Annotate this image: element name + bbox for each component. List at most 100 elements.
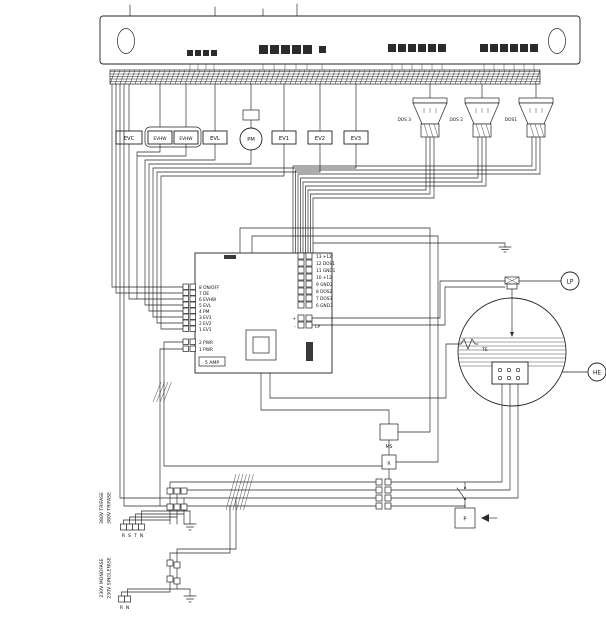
- valve-row: EVC EVHW EVHW EVL PM EV1 EV2 EV3: [115, 83, 369, 151]
- dos2-unit: DOS 2: [449, 97, 500, 138]
- ev3-valve: EV3: [343, 130, 369, 145]
- phase-n-label: N: [140, 533, 143, 539]
- pm-capacitor: [242, 109, 260, 121]
- level-probe: [504, 276, 520, 337]
- right-terminal-label: 12 DOS1: [316, 261, 335, 267]
- lp-label: LP: [567, 280, 574, 286]
- earth-top: [312, 242, 512, 253]
- left-terminal-label: 6 EVHW: [199, 297, 217, 303]
- phase-t-label: T: [133, 533, 137, 539]
- relay-panel: [99, 3, 581, 70]
- dos1-unit: DOS1: [505, 97, 554, 138]
- 380v-label-2: 380V TRIFASE: [107, 492, 113, 524]
- fuse-label: 5 AMP: [205, 360, 219, 366]
- ground-icon: [498, 246, 512, 253]
- board-connector: [224, 255, 236, 259]
- he-callout: HE: [561, 362, 606, 382]
- phase-r-label: R: [120, 605, 124, 611]
- right-terminal-label: 13 +12: [316, 254, 332, 260]
- evhw-b-label: EVHW: [179, 136, 193, 142]
- 380v-fuse-block: [166, 487, 188, 511]
- he-label: HE: [593, 371, 601, 377]
- phase-r-label: R: [122, 533, 126, 539]
- left-terminal-label: 3 EV3: [199, 315, 212, 321]
- cable-tray: [109, 69, 541, 85]
- ev2-label: EV2: [315, 136, 325, 142]
- callout-leader-lines: [129, 3, 298, 17]
- panel-hole-right: [548, 28, 566, 54]
- dos3-unit: DOS 3: [397, 97, 448, 138]
- evhw-a-label: EVHW: [153, 136, 167, 142]
- right-terminal-label: 6 GND3: [316, 303, 333, 309]
- power-input-230v: 230V MONOFASE 230V SINGLEFASE R N: [99, 497, 237, 611]
- switch-contact: [456, 487, 466, 500]
- control-board: 8 ON/OFF 7 DE 6 EVHW 5 EVL 4 PM 3 EV3 2 …: [182, 252, 336, 374]
- board-jumper: [306, 342, 313, 361]
- pump-label: P: [463, 517, 466, 523]
- ev1-valve: EV1: [271, 130, 297, 145]
- ev3-label: EV3: [351, 136, 361, 142]
- dos2-label: DOS 2: [449, 117, 463, 123]
- ground-icon: [183, 523, 197, 531]
- panel-hole-left: [117, 28, 135, 54]
- probe-minus-label: -: [294, 325, 296, 330]
- 230v-label-1: 230V MONOFASE: [99, 558, 105, 597]
- left-terminal-label: 5 EVL: [199, 303, 212, 309]
- board-relay: [245, 329, 277, 361]
- dosing-wires: [292, 136, 541, 254]
- dosing-units: DOS 3 DOS 2 DOS1: [397, 83, 554, 138]
- microswitch-box: [379, 423, 399, 441]
- phase-n-label: N: [126, 605, 129, 611]
- probe-plus-label: +: [292, 316, 296, 322]
- evl-label: EVL: [210, 136, 220, 142]
- probe-lp-label: LP: [315, 324, 321, 330]
- right-terminal-label: 8 DOS2: [316, 289, 333, 295]
- output-connector-block: [375, 478, 392, 510]
- 230v-terminals: R N: [118, 595, 131, 611]
- panel-body: [99, 15, 581, 65]
- pwr-terminal-label: 1 PWR: [199, 347, 213, 353]
- power-input-380v: 380V TRIFASE 380V TRIFASE R S T N: [99, 487, 197, 539]
- dos1-label: DOS1: [505, 117, 517, 123]
- harness-hatch-left: [152, 381, 172, 403]
- panel-connector-blocks: [187, 44, 538, 56]
- evhw-valve-group: EVHW EVHW: [144, 126, 202, 148]
- ground-icon: [183, 595, 197, 603]
- left-terminal-strip: 8 ON/OFF 7 DE 6 EVHW 5 EVL 4 PM 3 EV3 2 …: [182, 283, 220, 333]
- valve-feed-wires: [128, 83, 357, 132]
- ev1-label: EV1: [279, 136, 289, 142]
- 380v-label-1: 380V TRIFASE: [99, 492, 105, 524]
- lp-callout: LP: [518, 271, 580, 291]
- valve-return-wires: [111, 83, 357, 330]
- 230v-label-2: 230V SINGLEFASE: [107, 557, 113, 598]
- switch-relay-chain: MS R: [375, 423, 399, 510]
- right-terminal-label: 7 DOS3: [316, 296, 333, 302]
- evc-label: EVC: [124, 136, 135, 142]
- te-label: TE: [481, 347, 488, 353]
- pm-motor: PM: [239, 109, 263, 151]
- left-terminal-label: 2 EV2: [199, 321, 212, 327]
- evl-valve: EVL: [202, 130, 228, 145]
- harness-hatch-mid: [225, 473, 254, 511]
- loop-wires: [239, 227, 439, 463]
- 230v-fuse-block: [166, 559, 181, 585]
- ev2-valve: EV2: [307, 130, 333, 145]
- left-terminal-label: 1 EV1: [199, 327, 212, 333]
- right-terminal-label: 9 GND2: [316, 282, 333, 288]
- right-terminal-label: 10 +12: [316, 275, 332, 281]
- probe-wires: [269, 280, 506, 399]
- board-fuse: 5 AMP: [198, 356, 226, 367]
- panel-wire-stubs: [189, 64, 535, 70]
- dosing-feed-wires: [429, 83, 537, 99]
- left-terminal-label: 8 ON/OFF: [199, 285, 220, 291]
- pump-box: [454, 507, 476, 529]
- heating-element-terminals: [491, 361, 529, 385]
- relay-label: R: [387, 461, 391, 467]
- left-terminal-label: 7 DE: [199, 291, 209, 297]
- left-terminal-label: 4 PM: [199, 309, 210, 315]
- 380v-terminals: R S T N: [120, 523, 145, 539]
- pwr-terminal-label: 2 PWR: [199, 340, 213, 346]
- right-terminal-label: 11 GND1: [316, 268, 336, 274]
